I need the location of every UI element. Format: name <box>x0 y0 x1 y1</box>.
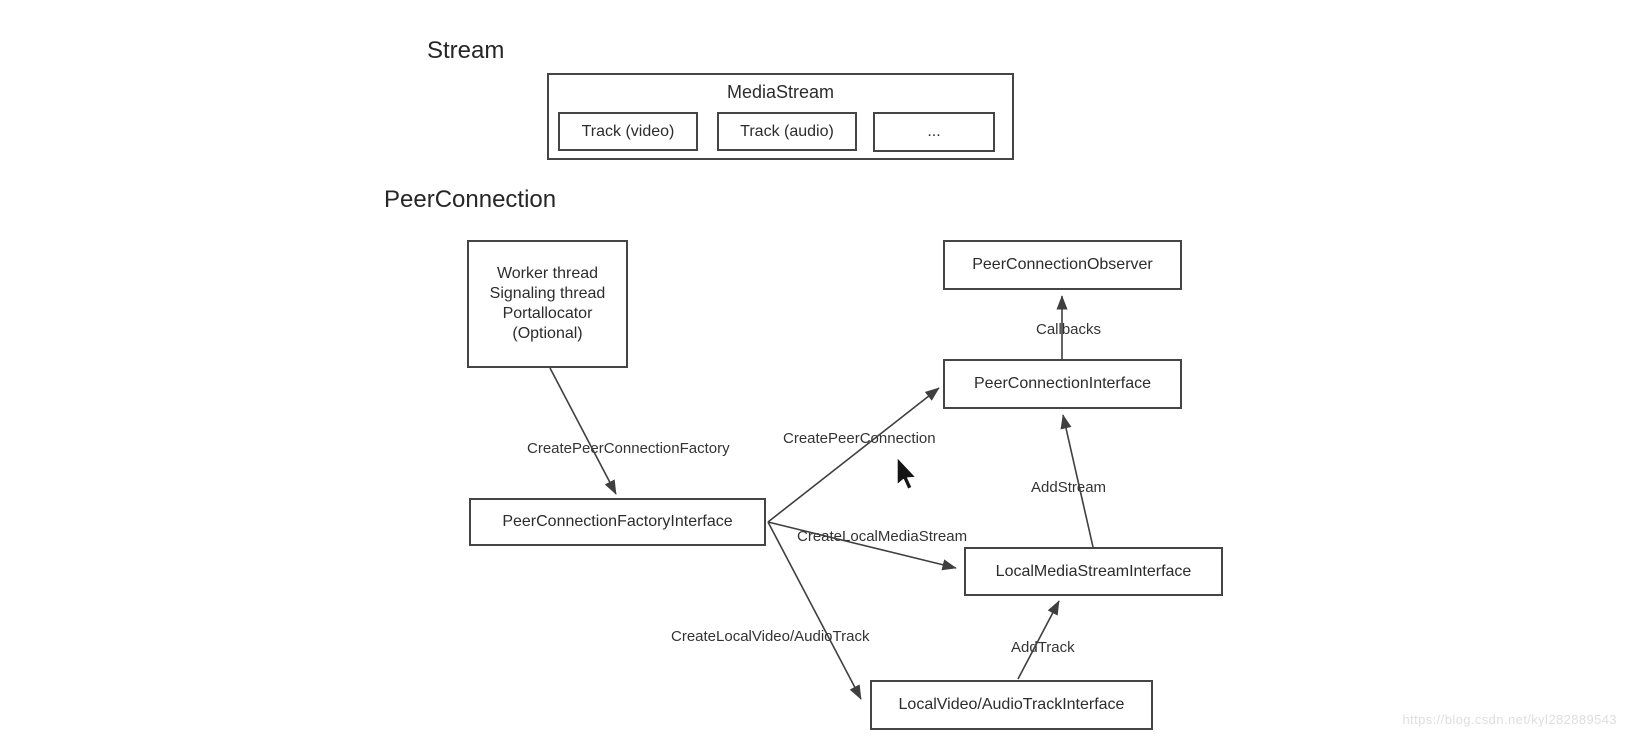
stream-section-title: Stream <box>427 37 505 64</box>
peerconnection-section-title: PeerConnection <box>384 186 557 213</box>
peer-connection-factory-interface-box: PeerConnectionFactoryInterface <box>469 498 766 546</box>
peer-connection-interface-box: PeerConnectionInterface <box>943 359 1182 409</box>
arrow-create-peer-connection <box>767 387 940 523</box>
edge-label-create-peer-connection-factory: CreatePeerConnectionFactory <box>527 440 730 457</box>
track-audio-box: Track (audio) <box>717 112 857 151</box>
edge-label-create-local-media-stream: CreateLocalMediaStream <box>797 528 968 545</box>
local-media-stream-interface-box: LocalMediaStreamInterface <box>964 547 1223 596</box>
arrow-create-peer-connection-factory <box>549 367 617 495</box>
mediastream-box: MediaStream Track (video) Track (audio) … <box>547 73 1014 160</box>
track-video-box: Track (video) <box>558 112 698 151</box>
edge-label-create-peer-connection: CreatePeerConnection <box>783 430 936 447</box>
signaling-thread-line: Signaling thread <box>489 285 606 302</box>
arrow-create-local-video-audio-track <box>767 521 862 700</box>
track-ellipsis-box: ... <box>873 112 995 152</box>
optional-line: (Optional) <box>512 325 583 342</box>
worker-thread-box: Worker thread Signaling thread Portalloc… <box>467 240 628 368</box>
portallocator-line: Portallocator <box>502 305 593 322</box>
peer-connection-observer-box: PeerConnectionObserver <box>943 240 1182 290</box>
local-video-audio-track-interface-box: LocalVideo/AudioTrackInterface <box>870 680 1153 730</box>
edge-label-create-local-video-audio-track: CreateLocalVideo/AudioTrack <box>671 628 870 645</box>
watermark-text: https://blog.csdn.net/kyl282889543 <box>1402 712 1617 727</box>
mediastream-label: MediaStream <box>726 82 835 102</box>
worker-thread-line: Worker thread <box>496 265 599 282</box>
edge-label-callbacks: Callbacks <box>1036 321 1102 338</box>
edge-label-add-track: AddTrack <box>1011 639 1075 656</box>
edge-label-add-stream: AddStream <box>1031 479 1107 496</box>
